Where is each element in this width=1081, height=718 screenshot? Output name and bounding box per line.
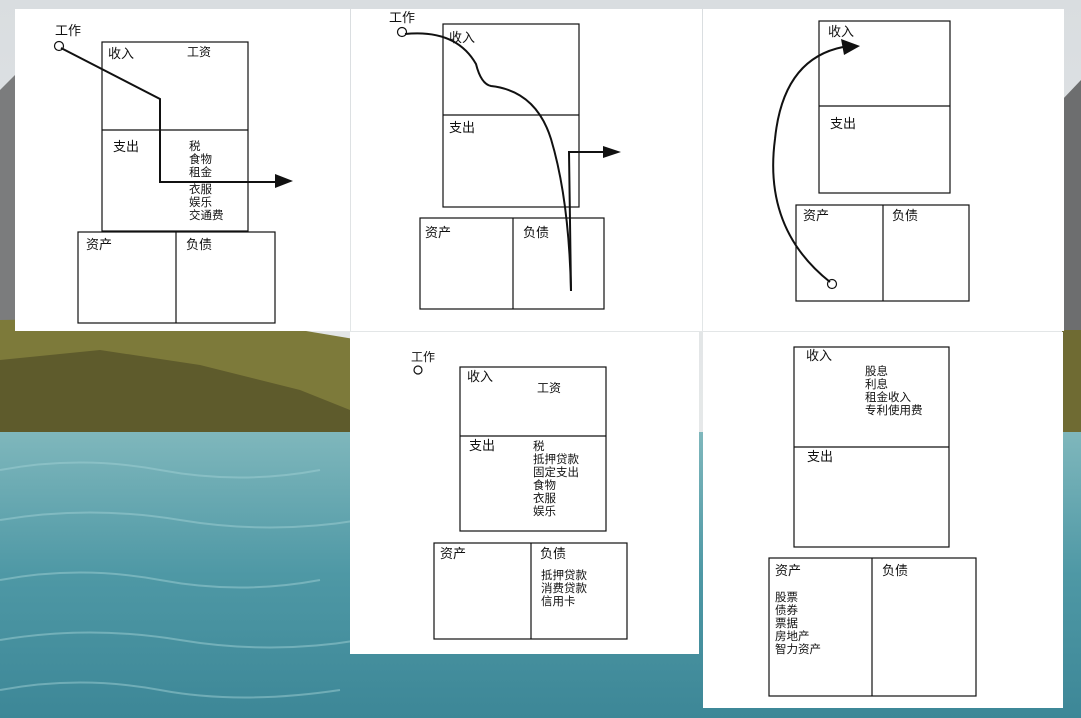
asset-income-arrow — [772, 46, 844, 283]
income-label: 收入 — [467, 370, 494, 385]
arrow-head — [603, 146, 621, 158]
income-statement-box — [818, 20, 951, 194]
panel-5-drawing — [768, 346, 977, 697]
liability-list: 抵押贷款 消费贷款 信用卡 — [541, 568, 587, 608]
expense-label: 支出 — [113, 140, 140, 155]
work-label: 工作 — [411, 350, 436, 364]
income-label: 收入 — [806, 349, 833, 364]
diagram-panel-5: 收入 股息 利息 租金收入 专利使用费 支出 资产 股票 债券 票据 房地产 智… — [703, 332, 1063, 708]
panel-2-drawing — [396, 23, 621, 310]
diagram-panel-1: 工作 收入 工资 支出 税 食物 租金 衣服 娱乐 交通费 资产 负债 — [15, 9, 350, 331]
expense-list: 税 食物 租金 衣服 娱乐 交通费 — [189, 139, 224, 222]
income-label: 收入 — [108, 47, 135, 62]
panel-1-drawing — [53, 40, 293, 324]
salary-label: 工资 — [537, 381, 562, 395]
liability-arrow — [567, 151, 603, 292]
expense-label: 支出 — [830, 117, 857, 132]
work-label: 工作 — [389, 11, 416, 26]
expense-label: 支出 — [807, 450, 834, 465]
work-label: 工作 — [55, 24, 82, 39]
income-statement-box — [101, 41, 249, 232]
diagram-panel-3: 收入 支出 资产 负债 — [703, 9, 1064, 331]
asset-list: 股票 债券 票据 房地产 智力资产 — [775, 590, 821, 656]
liabilities-label: 负债 — [892, 209, 919, 224]
expense-label: 支出 — [449, 121, 476, 136]
income-list: 股息 利息 租金收入 专利使用费 — [865, 364, 923, 417]
cash-flow-arrow — [60, 47, 275, 183]
income-statement-box — [459, 366, 607, 532]
liabilities-label: 负债 — [523, 226, 550, 241]
panel-4-drawing — [413, 365, 628, 640]
assets-label: 资产 — [775, 564, 802, 579]
salary-label: 工资 — [187, 45, 212, 59]
assets-label: 资产 — [440, 547, 467, 562]
liabilities-label: 负债 — [540, 547, 567, 562]
start-circle — [413, 365, 423, 375]
income-label: 收入 — [449, 31, 476, 46]
arrow-head — [841, 39, 860, 55]
diagram-panel-2: 工作 收入 支出 资产 负债 — [351, 9, 702, 331]
balance-sheet-box — [419, 217, 605, 310]
expense-list: 税 抵押贷款 固定支出 食物 衣服 娱乐 — [533, 439, 579, 518]
spending-curve — [404, 32, 572, 292]
panel-3-drawing — [772, 20, 970, 302]
liabilities-label: 负债 — [186, 238, 213, 253]
assets-label: 资产 — [86, 238, 113, 253]
start-circle — [396, 26, 408, 38]
assets-label: 资产 — [425, 226, 452, 241]
income-label: 收入 — [828, 25, 855, 40]
arrow-head — [275, 174, 293, 188]
assets-label: 资产 — [803, 209, 830, 224]
diagram-panel-4: 工作 收入 工资 支出 税 抵押贷款 固定支出 食物 衣服 娱乐 资产 负债 抵… — [350, 332, 699, 654]
expense-label: 支出 — [469, 439, 496, 454]
liabilities-label: 负债 — [882, 564, 909, 579]
